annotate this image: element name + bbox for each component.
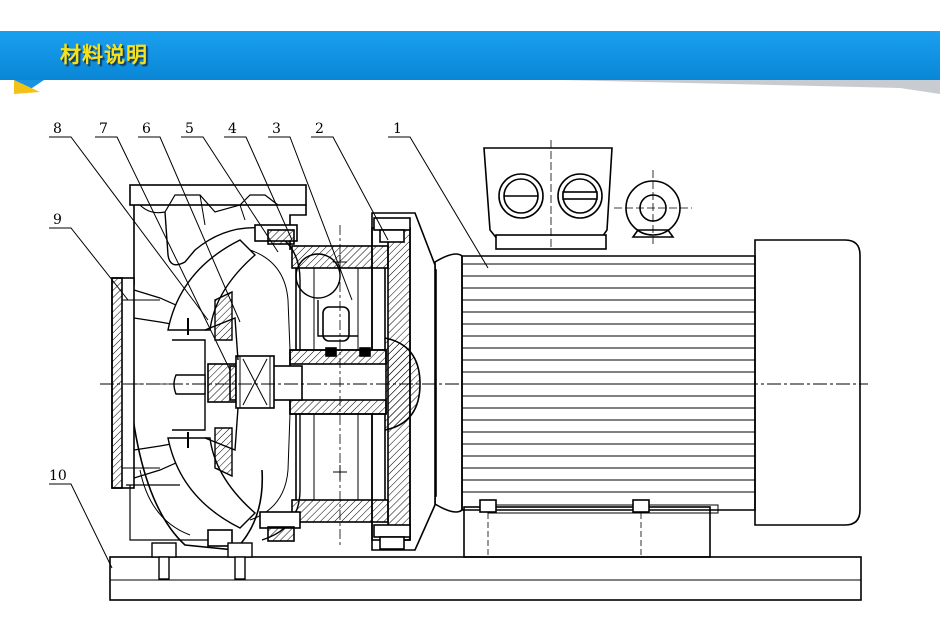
callout-label-5: 5 bbox=[185, 121, 194, 137]
page-title: 材料说明 bbox=[60, 43, 148, 67]
bracket bbox=[291, 212, 436, 551]
callout-label-10: 10 bbox=[49, 468, 67, 484]
motor bbox=[421, 140, 861, 558]
callout-label-2: 2 bbox=[315, 121, 324, 137]
callout-label-8: 8 bbox=[53, 121, 62, 137]
banner-shadow bbox=[14, 80, 940, 94]
shaft bbox=[207, 347, 387, 415]
callout-labels: 1 2 3 4 5 6 7 8 9 10 bbox=[49, 121, 402, 484]
callout-label-9: 9 bbox=[53, 212, 62, 228]
callout-label-1: 1 bbox=[393, 121, 402, 137]
callout-label-3: 3 bbox=[272, 121, 281, 137]
header-banner bbox=[0, 31, 940, 80]
pump-casing bbox=[111, 184, 307, 551]
callout-label-6: 6 bbox=[142, 121, 151, 137]
impeller bbox=[167, 239, 257, 529]
callout-label-7: 7 bbox=[99, 121, 108, 137]
foot-bolts bbox=[151, 542, 253, 580]
base-plate bbox=[109, 556, 862, 601]
leader-lines bbox=[49, 136, 489, 569]
callout-label-4: 4 bbox=[228, 121, 237, 137]
